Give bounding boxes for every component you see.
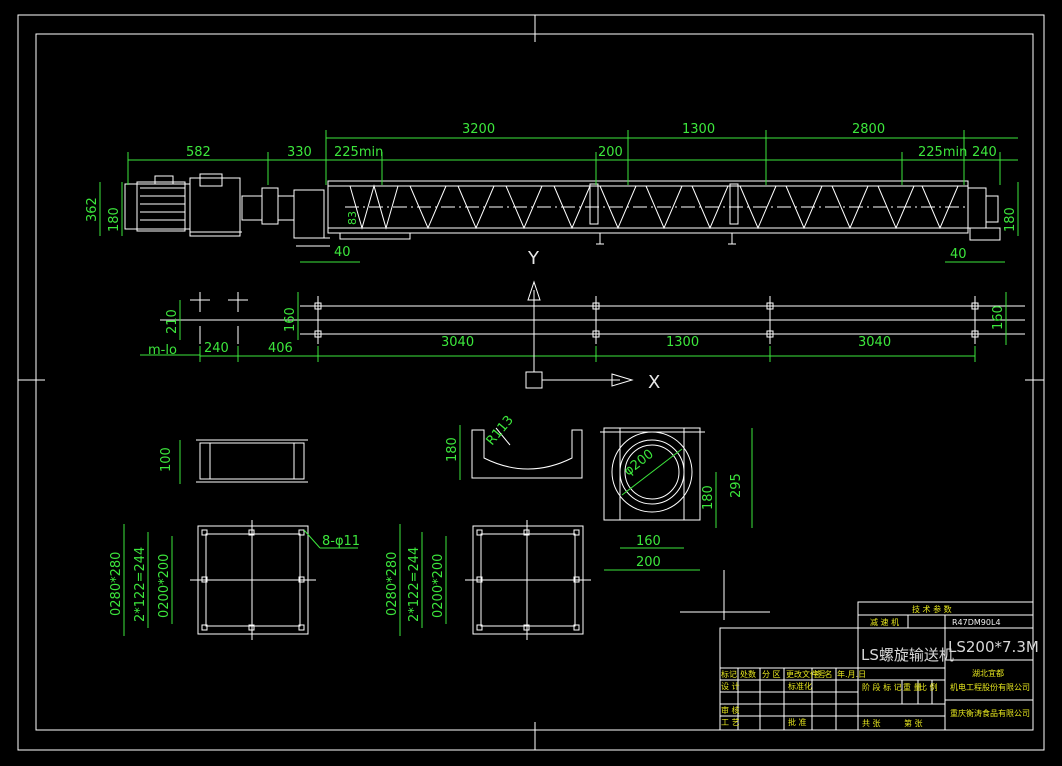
title-block bbox=[719, 601, 1034, 731]
dim-180-saddle: 180 bbox=[445, 437, 460, 462]
bolt-note: 8-φ11 bbox=[322, 534, 360, 549]
dim-225min-left: 225min bbox=[334, 145, 383, 160]
dim-200-ring: 200 bbox=[636, 555, 661, 570]
dim-240: 240 bbox=[972, 145, 997, 160]
dim-3040-right: 3040 bbox=[858, 335, 891, 350]
dim-left-244: 2*122=244 bbox=[133, 547, 148, 622]
label-ratio: 比 例 bbox=[919, 682, 938, 692]
dim-2800: 2800 bbox=[852, 122, 885, 137]
plan-dimension-lines bbox=[140, 292, 1007, 362]
label-approve: 批 准 bbox=[788, 717, 807, 727]
dim-mid-244: 2*122=244 bbox=[407, 547, 422, 622]
row-label-sign: 签 名 bbox=[814, 669, 833, 679]
company-line-1: 湖北宜都 bbox=[972, 668, 1004, 678]
label-process: 工 艺 bbox=[721, 718, 740, 727]
dim-83: 83 bbox=[346, 211, 359, 225]
title-block-texts: 技 术 参 数 减 速 机 R47DM90L4 LS螺旋输送机 LS200*7.… bbox=[721, 604, 1039, 728]
dim-40-left: 40 bbox=[334, 245, 351, 260]
saddle-support bbox=[471, 429, 583, 479]
axis-x-label: X bbox=[648, 372, 660, 393]
plan-dimension-texts: 210 160 240 406 3040 1300 3040 160 m-lo bbox=[148, 305, 1006, 358]
detail-dimension-lines bbox=[123, 425, 753, 636]
tech-params-header: 技 术 参 数 bbox=[912, 604, 952, 614]
dim-left-200: 0200*200 bbox=[157, 554, 172, 618]
company-line-3: 重庆衡涛食品有限公司 bbox=[950, 708, 1030, 718]
label-total: 共 张 bbox=[862, 719, 881, 728]
row-label-zone: 分 区 bbox=[762, 670, 781, 679]
dim-1300: 1300 bbox=[682, 122, 715, 137]
reducer-body bbox=[189, 177, 241, 237]
dim-406: 406 bbox=[268, 341, 293, 356]
row-label-change-doc: 更改文件号 bbox=[786, 669, 826, 679]
dim-160-right: 160 bbox=[991, 305, 1006, 330]
dim-160-ring: 160 bbox=[636, 534, 661, 549]
dim-3200: 3200 bbox=[462, 122, 495, 137]
elevation-dimension-lines bbox=[99, 130, 1019, 263]
elevation-view bbox=[124, 173, 1001, 247]
dim-295: 295 bbox=[729, 473, 744, 498]
dim-362: 362 bbox=[85, 197, 100, 222]
detail-holes bbox=[201, 529, 580, 631]
label-m-lo: m-lo bbox=[148, 343, 177, 358]
elevation-dimension-texts: 3200 1300 2800 582 330 225min 200 225min… bbox=[85, 122, 1018, 262]
dim-180-right: 180 bbox=[1003, 207, 1018, 232]
detail-dimension-texts: 100 180 R113 φ200 295 180 160 200 8-φ11 … bbox=[109, 413, 744, 622]
company-line-2: 机电工程股份有限公司 bbox=[950, 682, 1030, 692]
dim-mid-200: 0200*200 bbox=[431, 554, 446, 618]
dim-r113: R113 bbox=[484, 413, 517, 449]
dim-240-plan: 240 bbox=[204, 341, 229, 356]
row-label-count: 处数 bbox=[740, 669, 756, 679]
label-stage: 阶 段 标 记 bbox=[862, 682, 902, 692]
label-review: 审 核 bbox=[721, 705, 740, 715]
product-name: LS螺旋输送机 bbox=[861, 646, 954, 664]
dim-left-280: 0280*280 bbox=[109, 552, 124, 616]
motor-body bbox=[124, 183, 191, 230]
product-code: LS200*7.3M bbox=[948, 638, 1039, 656]
dim-180-ring: 180 bbox=[701, 485, 716, 510]
drawing-frame bbox=[17, 14, 1045, 751]
dim-100: 100 bbox=[159, 447, 174, 472]
dim-mid-280: 0280*280 bbox=[385, 552, 400, 616]
reducer-model: R47DM90L4 bbox=[952, 618, 1001, 627]
detail-views bbox=[190, 427, 770, 640]
axis-y-label: Y bbox=[527, 248, 540, 269]
dim-phi200: φ200 bbox=[621, 447, 657, 479]
ucs-icon bbox=[525, 280, 634, 389]
dim-225min-right: 225min bbox=[918, 145, 967, 160]
dim-330: 330 bbox=[287, 145, 312, 160]
label-design: 设 计 bbox=[721, 681, 740, 691]
dim-582: 582 bbox=[186, 145, 211, 160]
dim-210: 210 bbox=[165, 309, 180, 334]
dim-160-left: 160 bbox=[283, 307, 298, 332]
dim-200: 200 bbox=[598, 145, 623, 160]
ring-flange-body bbox=[603, 427, 701, 521]
dim-40-right: 40 bbox=[950, 247, 967, 262]
row-label-date: 年.月.日 bbox=[837, 669, 866, 679]
dim-1300-plan: 1300 bbox=[666, 335, 699, 350]
dim-180-left: 180 bbox=[107, 207, 122, 232]
screw-flight bbox=[349, 184, 959, 230]
label-standard: 标准化 bbox=[788, 681, 812, 691]
row-label-mark: 标记 bbox=[721, 669, 737, 679]
label-page: 第 张 bbox=[904, 718, 923, 728]
dim-3040-left: 3040 bbox=[441, 335, 474, 350]
plan-view bbox=[160, 292, 1025, 344]
reducer-label: 减 速 机 bbox=[870, 617, 899, 627]
label-weight: 重 量 bbox=[903, 682, 922, 692]
